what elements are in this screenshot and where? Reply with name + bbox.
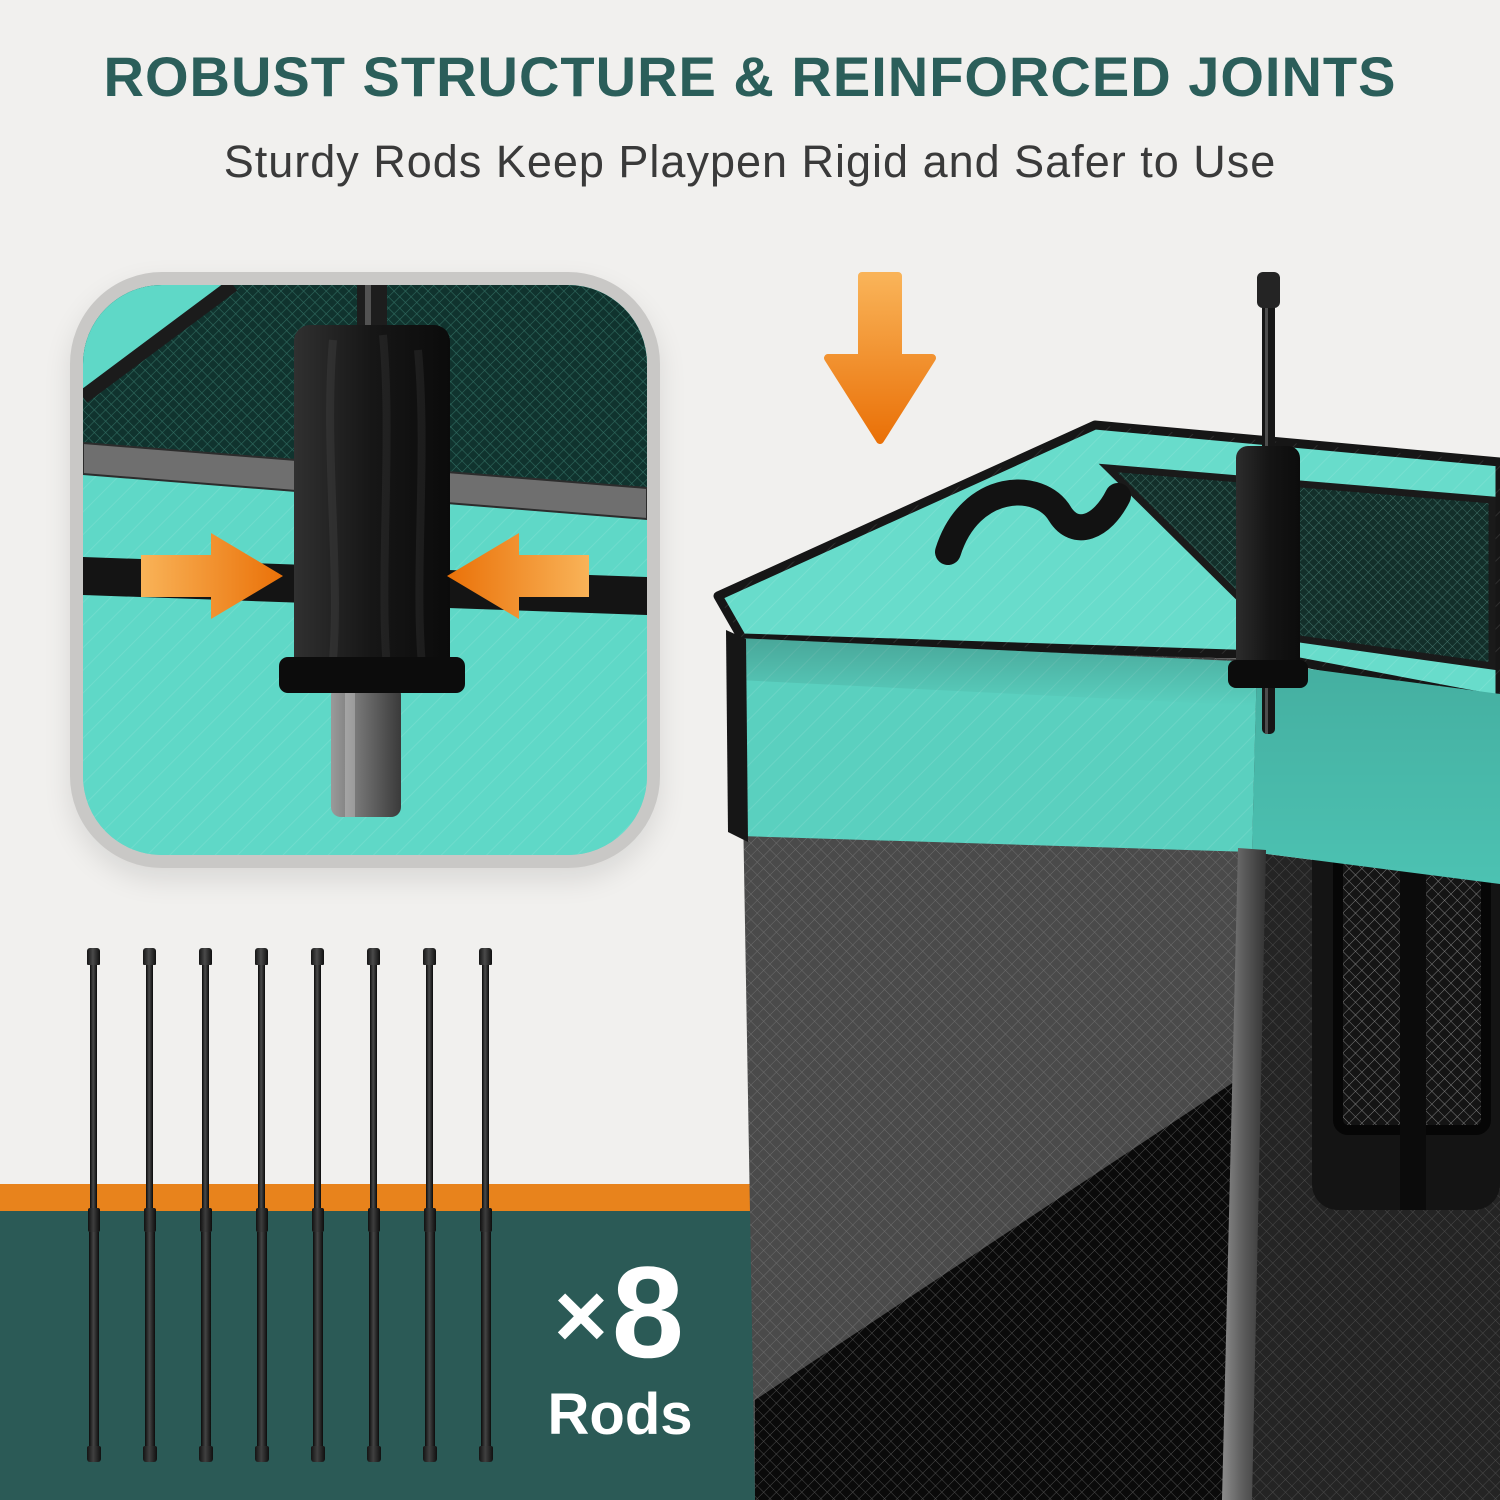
rod-bottom-cap [366,1446,381,1462]
rod-lower-shaft [256,1232,267,1446]
times-symbol: × [553,1265,610,1367]
rod-bottom-cap [198,1446,213,1462]
sleeve-bottom-binding [279,657,465,693]
rods-row [84,948,495,1462]
rod-lower-shaft [424,1232,435,1446]
rod-upper-shaft [482,965,489,1208]
rod-lower-shaft [368,1232,379,1446]
left-arrow-icon [447,533,589,619]
right-arrow-icon [141,533,283,619]
corner-pole [1222,848,1266,1500]
carry-handle [935,479,1131,565]
playpen-side-band [1252,662,1500,884]
rods-label: Rods [547,1381,693,1447]
playpen-photo [713,272,1500,1500]
rod-bottom-cap [142,1446,157,1462]
down-arrow-icon [824,272,936,444]
rod-graphic [420,948,439,1462]
corner-rod [1228,272,1308,734]
page-subtitle: Sturdy Rods Keep Playpen Rigid and Safer… [223,136,1277,187]
joint-closeup-inset [70,272,660,868]
rod-upper-shaft [258,965,265,1208]
rod-graphic [140,948,159,1462]
rod-top-cap [1257,272,1280,308]
playpen-front-band [726,630,1257,852]
rod-top-cap [367,948,380,965]
rod-graphic [364,948,383,1462]
rod-bottom-cap [478,1446,493,1462]
joint-closeup [83,285,647,855]
rod-top-cap [423,948,436,965]
rod-graphic [252,948,271,1462]
rod-upper-shaft [202,965,209,1208]
rod-graphic [476,948,495,1462]
rod-lower-shaft [88,1232,99,1446]
rod-bottom-cap [422,1446,437,1462]
rods-count-badge: ×8 Rods [505,1246,735,1448]
rods-count-line: ×8 [505,1246,735,1379]
rod-upper-shaft [314,965,321,1208]
page-title: ROBUST STRUCTURE & REINFORCED JOINTS [103,45,1397,108]
rod-joint-collar [87,1208,100,1232]
rod-graphic [84,948,103,1462]
zipper-trim [726,630,748,842]
rod-upper-shaft [426,965,433,1208]
rod-top-cap [143,948,156,965]
rod-top-cap [87,948,100,965]
rod-upper-shaft [370,965,377,1208]
rod-lower-shaft [312,1232,323,1446]
rod-graphic [308,948,327,1462]
rod-upper-shaft [90,965,97,1208]
rod-lower-shaft [200,1232,211,1446]
velcro-sleeve-closeup [294,325,450,691]
velcro-sleeve [1236,446,1300,684]
rod-top-cap [199,948,212,965]
rod-bottom-cap [254,1446,269,1462]
rod-graphic [196,948,215,1462]
rod-joint-collar [255,1208,268,1232]
rod-upper-shaft [146,965,153,1208]
rod-joint-collar [311,1208,324,1232]
rod-joint-collar [423,1208,436,1232]
rods-count: 8 [611,1239,687,1385]
rod-joint-collar [367,1208,380,1232]
rod-joint-collar [199,1208,212,1232]
rod-top-cap [479,948,492,965]
trim-edge [83,285,238,403]
rod-joint-collar [143,1208,156,1232]
rod-bottom-cap [310,1446,325,1462]
rod-top-cap [255,948,268,965]
rod-top-cap [311,948,324,965]
pole-closeup [331,685,401,817]
rod-joint-collar [479,1208,492,1232]
rod-bottom-cap [86,1446,101,1462]
rod-lower-shaft [480,1232,491,1446]
rod-lower-shaft [144,1232,155,1446]
